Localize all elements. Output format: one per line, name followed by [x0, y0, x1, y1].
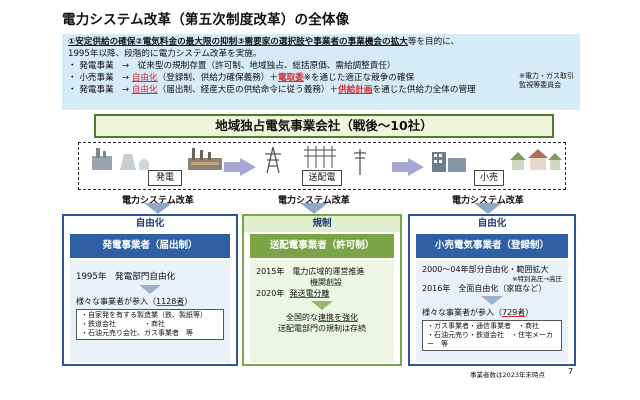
column-retail: 自由化 小売電気事業者（登録制） 2000〜04年部分自由化・範囲拡大 ※特別高… — [408, 214, 576, 366]
bullet-text: ※を通じた適正な競争の確保 — [303, 73, 415, 83]
liberalization-text: 自由化 — [131, 73, 158, 83]
down-arrow-generation — [144, 203, 172, 214]
goal-choice-expansion: ③需要家の選択肢や事業者の事業機会の拡大 — [237, 37, 408, 47]
history-line: 2000〜04年部分自由化・範囲拡大 — [422, 265, 549, 274]
note-line: 監視等委員会 — [519, 81, 562, 89]
list-item: ・石油元売り・鉄道会社 ・住宅メーカー 等 — [427, 331, 553, 348]
entrant-list: ・ガス事業者・通信事業者 ・商社 ・石油元売り・鉄道会社 ・住宅メーカー 等 — [422, 320, 562, 351]
history-line: 2016年 全面自由化（家庭など） — [422, 284, 547, 293]
down-triangle — [481, 296, 503, 305]
bullet-text: を通じた供給力全体の管理 — [372, 85, 476, 95]
entrant-list: ・自家発を有する製造業（鉄、製紙等） ・鉄道会社 ・商社 ・石油元売り会社、ガス… — [76, 309, 224, 340]
intro-line-1-tail: 等を目的に、 — [407, 37, 460, 47]
history-note: ※特別高圧→高圧 — [512, 275, 562, 283]
down-arrow-transmission — [300, 203, 328, 214]
column-body: 2015年 電力広域的運営推進 機関創設 2020年 発送電分離 全国的な連携を… — [250, 260, 394, 362]
goal-stable-supply: ①安定供給の確保 — [68, 37, 136, 47]
houses-icon — [510, 149, 562, 170]
value-chain-box — [78, 142, 566, 190]
column-subtitle: 小売電気事業者（登録制） — [416, 234, 568, 258]
bullet-text: （登録制、供給力確保義務）＋ — [157, 73, 278, 83]
footnote: 事業者数は2023年末時点 — [470, 371, 546, 379]
entrant-count: 1128者 — [156, 297, 185, 306]
year-text: 2020年 — [256, 289, 285, 298]
building-icon — [432, 152, 466, 172]
entrants-line: 様々な事業者が参入（1128者） — [76, 296, 224, 307]
intro-line-2: 1995年以降、段階的に電力システム改革を実施。 — [68, 49, 262, 59]
column-transmission: 規制 送配電事業者（許可制） 2015年 電力広域的運営推進 機関創設 2020… — [242, 214, 402, 366]
history-line: 機関創設 — [310, 278, 342, 287]
substation-icon — [304, 146, 336, 168]
monopoly-banner: 地域独占電気事業会社（戦後〜10社） — [94, 114, 554, 138]
note-line: ※電力・ガス取引 — [519, 72, 574, 80]
result-line: 送配電部門の規制は存続 — [278, 324, 366, 333]
commission-text: 電取委 — [277, 73, 304, 83]
reform-label-transmission: 電力システム改革 — [278, 196, 350, 206]
flow-arrow-1 — [224, 158, 256, 176]
bullet-generation-new: ・ 発電事業 → 自由化（届出制、経産大臣の供給命令に従う義務）＋供給計画を通じ… — [68, 84, 574, 96]
entrants-text: 様々な事業者が参入（ — [422, 308, 502, 317]
column-generation: 自由化 発電事業者（届出制） 1995年 発電部門自由化 様々な事業者が参入（1… — [62, 214, 238, 366]
power-plant-icon — [92, 148, 149, 170]
result-text: 全国的な — [286, 313, 318, 322]
entrants-text: 様々な事業者が参入（ — [76, 297, 156, 306]
list-item: ・ガス事業者・通信事業者 ・商社 — [427, 322, 539, 330]
commission-note: ※電力・ガス取引 監視等委員会 — [519, 72, 574, 90]
column-subtitle: 発電事業者（届出制） — [70, 234, 230, 258]
bullet-label: ・ 小売事業 — [68, 73, 114, 83]
utility-pole-icon — [354, 149, 366, 175]
bullet-text: （届出制、経産大臣の供給命令に従う義務）＋ — [157, 85, 339, 95]
goal-price-control: ②電気料金の最大限の抑制 — [135, 37, 238, 47]
down-triangle — [311, 301, 333, 310]
factory-icon — [188, 148, 222, 170]
result-line: 全国的な連携を強化 — [256, 312, 388, 323]
arrow-text: → — [121, 73, 130, 83]
column-body: 2000〜04年部分自由化・範囲拡大 ※特別高圧→高圧 2016年 全面自由化（… — [416, 260, 568, 362]
column-subtitle: 送配電事業者（許可制） — [250, 234, 394, 258]
bullet-text: → 従来型の規制存置（許可制、地域独占、総括原価、需給調整責任） — [121, 61, 396, 71]
arrow-text: → — [121, 85, 130, 95]
column-head: 自由化 — [135, 218, 165, 229]
page-title: 電力システム改革（第五次制度改革）の全体像 — [62, 12, 350, 28]
bullet-retail: ・ 小売事業 → 自由化（登録制、供給力確保義務）＋電取委※を通じた適正な競争の… — [68, 72, 574, 84]
page-number: 7 — [568, 367, 574, 376]
entrants-text: ） — [525, 308, 534, 317]
flow-arrow-2 — [392, 158, 424, 176]
list-item: ・鉄道会社 ・商社 — [81, 320, 165, 328]
history-line: 2020年 発送電分離 — [256, 288, 388, 299]
history-line: 2015年 電力広域的運営推進 — [256, 267, 365, 276]
bullet-generation-old: ・ 発電事業 → 従来型の規制存置（許可制、地域独占、総括原価、需給調整責任） — [68, 60, 574, 72]
stage-transmission: 送配電 — [302, 170, 342, 186]
result-highlight: 連携を強化 — [318, 313, 358, 322]
down-arrow-retail — [474, 203, 502, 214]
column-body: 1995年 発電部門自由化 様々な事業者が参入（1128者） ・自家発を有する製… — [70, 260, 230, 362]
reform-label-retail: 電力システム改革 — [452, 196, 524, 206]
history-line: 1995年 発電部門自由化 — [76, 272, 176, 282]
down-triangle — [139, 285, 161, 294]
column-head: 自由化 — [477, 218, 507, 229]
bullet-label: ・ 発電事業 — [68, 85, 114, 95]
column-head: 規制 — [244, 216, 400, 232]
entrants-line: 様々な事業者が参入（729者） — [422, 307, 562, 318]
reform-label-generation: 電力システム改革 — [122, 196, 194, 206]
intro-line-1: ①安定供給の確保②電気料金の最大限の抑制③需要家の選択肢や事業者の事業機会の拡大… — [68, 36, 574, 48]
entrant-count: 729者 — [502, 308, 526, 317]
intro-box: ①安定供給の確保②電気料金の最大限の抑制③需要家の選択肢や事業者の事業機会の拡大… — [62, 34, 580, 110]
unbundling-text: 発送電分離 — [289, 289, 330, 298]
transmission-tower-icon — [265, 146, 281, 174]
list-item: ・自家発を有する製造業（鉄、製紙等） — [81, 311, 207, 319]
stage-retail: 小売 — [474, 170, 504, 186]
list-item: ・石油元売り会社、ガス事業者 等 — [81, 329, 193, 337]
liberalization-text: 自由化 — [131, 85, 158, 95]
supply-plan-text: 供給計画 — [338, 85, 373, 95]
stage-generation: 発電 — [148, 170, 182, 186]
entrants-text: ） — [184, 297, 193, 306]
bullet-label: ・ 発電事業 — [68, 61, 114, 71]
